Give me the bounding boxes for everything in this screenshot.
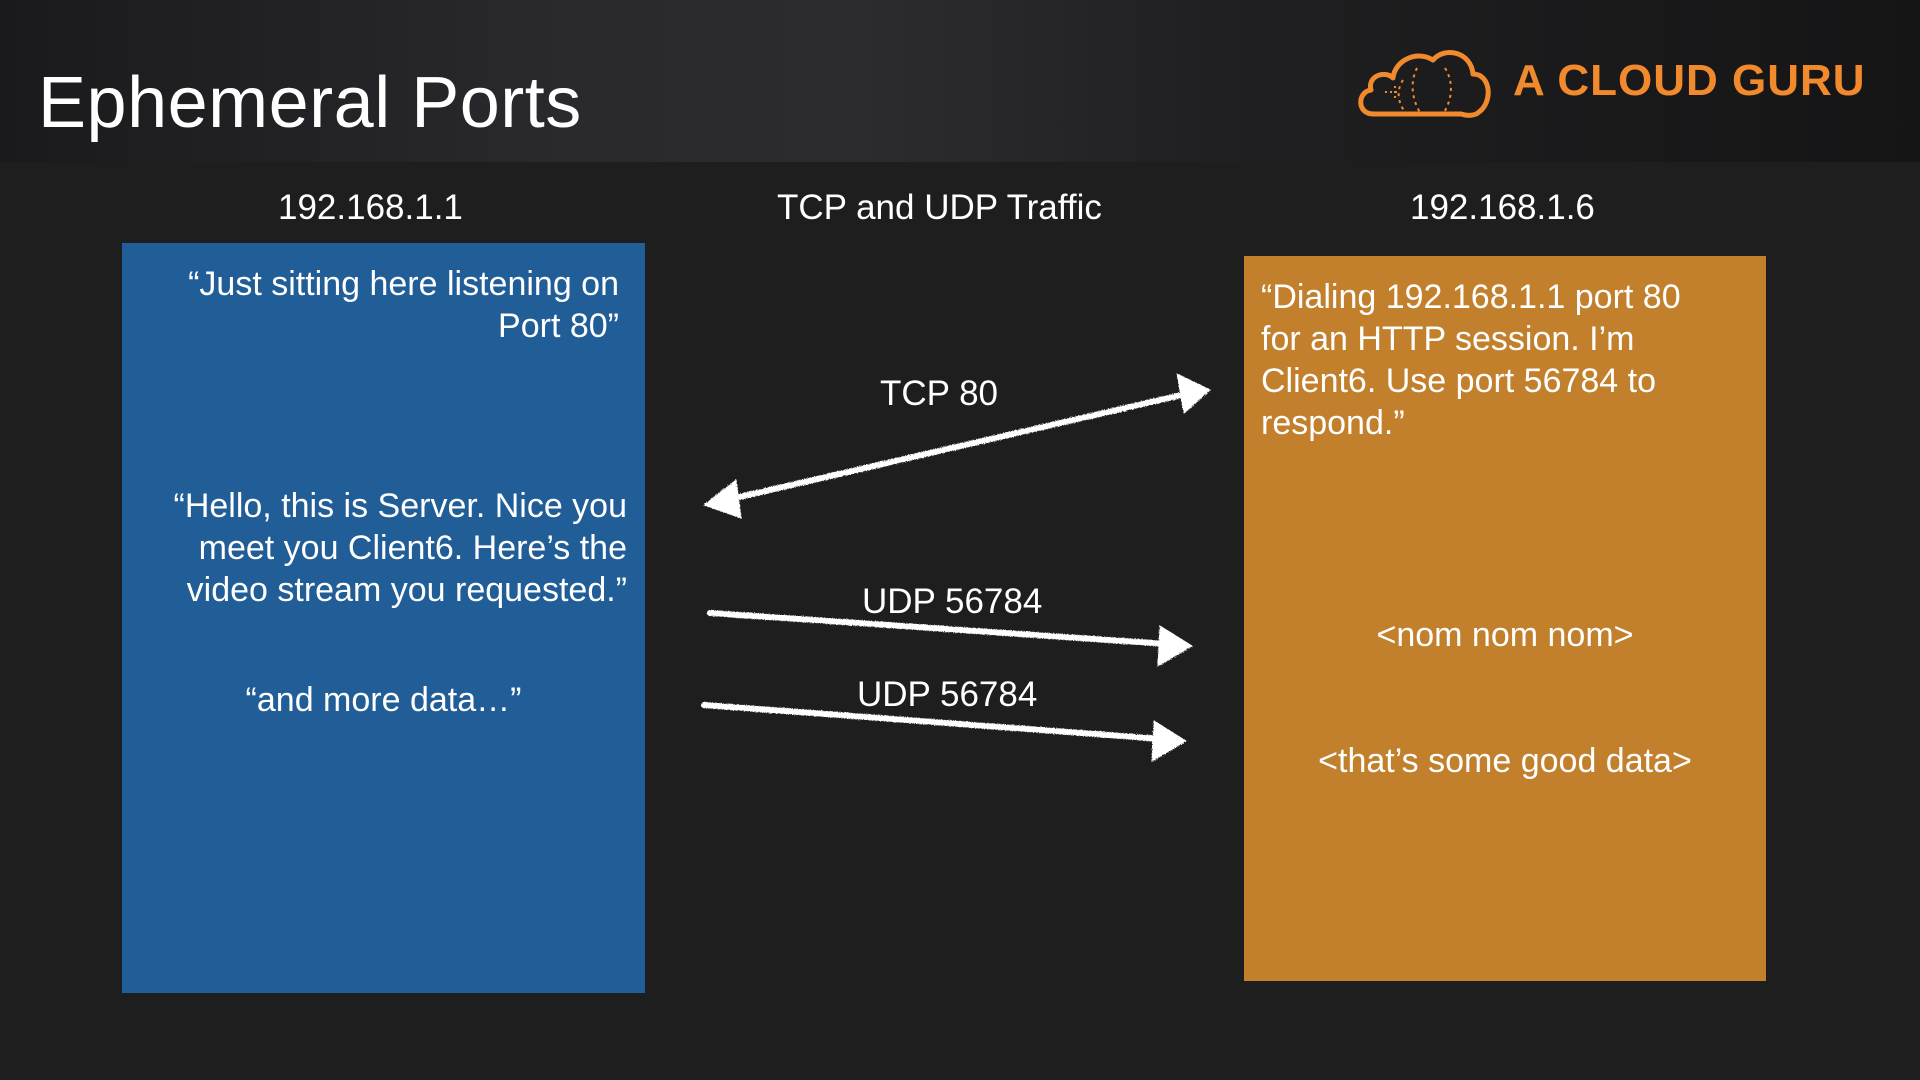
udp-label-1: UDP 56784	[862, 582, 1042, 622]
udp-label-2: UDP 56784	[857, 675, 1037, 715]
tcp-80-label: TCP 80	[880, 374, 998, 414]
